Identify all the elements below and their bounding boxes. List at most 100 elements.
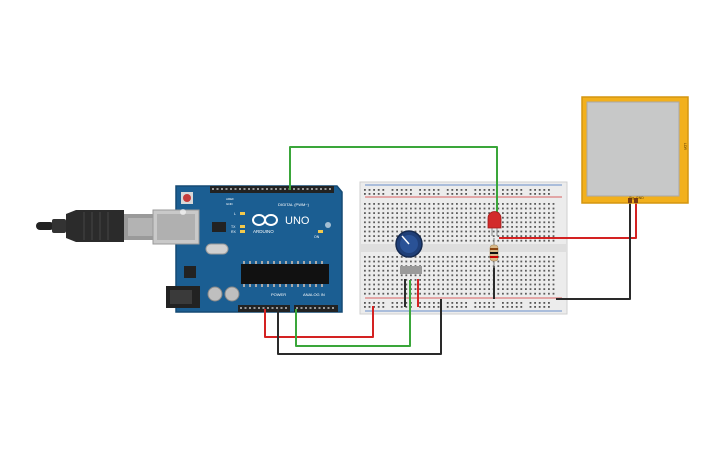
breadboard-hole bbox=[387, 207, 389, 210]
breadboard-hole bbox=[419, 306, 421, 308]
breadboard-hole bbox=[414, 203, 417, 205]
breadboard-hole bbox=[502, 203, 504, 205]
breadboard-hole bbox=[543, 288, 546, 290]
chip-pin bbox=[243, 284, 245, 287]
header-pin bbox=[212, 188, 214, 190]
breadboard-hole bbox=[405, 212, 408, 214]
led-label-l: L bbox=[234, 212, 236, 216]
breadboard-hole bbox=[433, 274, 435, 277]
breadboard-hole bbox=[515, 306, 518, 308]
usb-cable-sleeve bbox=[52, 219, 66, 233]
breadboard-hole bbox=[511, 221, 513, 224]
breadboard-hole bbox=[382, 302, 385, 304]
header-pin bbox=[270, 188, 273, 190]
breadboard-hole bbox=[456, 221, 458, 224]
breadboard-hole bbox=[400, 221, 403, 224]
header-pin bbox=[296, 307, 298, 309]
breadboard-hole bbox=[423, 302, 426, 304]
breadboard-hole bbox=[534, 189, 536, 191]
breadboard-hole bbox=[502, 288, 504, 290]
breadboard-hole bbox=[552, 230, 555, 233]
breadboard-hole bbox=[423, 269, 426, 272]
breadboard-hole bbox=[391, 189, 394, 191]
breadboard-hole bbox=[451, 256, 454, 258]
breadboard-hole bbox=[511, 256, 513, 258]
breadboard-hole bbox=[433, 207, 435, 210]
header-pin bbox=[320, 188, 322, 190]
breadboard-hole bbox=[456, 279, 458, 281]
breadboard-hole bbox=[410, 274, 412, 277]
breadboard-hole bbox=[502, 230, 504, 233]
breadboard-hole bbox=[442, 216, 444, 219]
breadboard-hole bbox=[511, 189, 513, 191]
breadboard-hole bbox=[423, 189, 426, 191]
header-pin bbox=[329, 188, 331, 190]
breadboard-hole bbox=[474, 288, 477, 290]
breadboard-hole bbox=[543, 269, 546, 272]
breadboard-hole bbox=[479, 189, 481, 191]
breadboard-hole bbox=[373, 216, 375, 219]
breadboard-hole bbox=[451, 207, 454, 210]
breadboard-hole bbox=[373, 302, 375, 304]
breadboard-hole bbox=[364, 203, 366, 205]
breadboard-hole bbox=[534, 265, 536, 267]
breadboard-hole bbox=[410, 203, 412, 205]
breadboard-hole bbox=[410, 221, 412, 224]
breadboard-hole bbox=[442, 256, 444, 258]
breadboard-hole bbox=[428, 235, 431, 237]
header-pin bbox=[279, 188, 282, 190]
header-pin bbox=[249, 307, 251, 309]
header-pin bbox=[327, 307, 330, 309]
breadboard-hole bbox=[469, 288, 472, 290]
breadboard-hole bbox=[396, 256, 398, 258]
board-brand-label: ARDUINO bbox=[253, 229, 274, 234]
breadboard-hole bbox=[428, 239, 431, 242]
breadboard-hole bbox=[382, 230, 385, 233]
breadboard-hole bbox=[428, 230, 431, 233]
breadboard-hole bbox=[543, 230, 546, 233]
breadboard-hole bbox=[446, 226, 449, 228]
header-pin bbox=[225, 188, 228, 190]
chip-pin bbox=[279, 284, 281, 287]
breadboard-hole bbox=[515, 274, 518, 277]
breadboard-hole bbox=[428, 226, 431, 228]
breadboard-hole bbox=[465, 288, 467, 290]
breadboard-hole bbox=[437, 212, 440, 214]
breadboard-hole bbox=[469, 212, 472, 214]
breadboard-hole bbox=[465, 306, 467, 308]
chip-pin bbox=[309, 261, 311, 264]
breadboard-hole bbox=[396, 306, 398, 308]
breadboard-hole bbox=[479, 274, 481, 277]
breadboard-hole bbox=[483, 292, 486, 295]
breadboard-hole bbox=[506, 207, 509, 210]
breadboard-hole bbox=[520, 265, 523, 267]
breadboard-hole bbox=[451, 279, 454, 281]
breadboard-hole bbox=[534, 269, 536, 272]
breadboard-hole bbox=[465, 283, 467, 286]
breadboard-hole bbox=[511, 269, 513, 272]
breadboard-hole bbox=[433, 226, 435, 228]
breadboard-hole bbox=[405, 292, 408, 295]
breadboard-hole bbox=[377, 306, 380, 308]
breadboard-hole bbox=[414, 212, 417, 214]
header-pin bbox=[306, 188, 309, 190]
breadboard-hole bbox=[469, 216, 472, 219]
breadboard-hole bbox=[515, 239, 518, 242]
breadboard-hole bbox=[534, 256, 536, 258]
led-label-rx: RX bbox=[231, 230, 237, 234]
breadboard-hole bbox=[469, 256, 472, 258]
breadboard-hole bbox=[479, 292, 481, 295]
breadboard-hole bbox=[451, 193, 454, 195]
breadboard-hole bbox=[548, 256, 550, 258]
breadboard-hole bbox=[382, 235, 385, 237]
breadboard-hole bbox=[529, 189, 532, 191]
atmega-chip-pins bbox=[243, 261, 323, 287]
breadboard-hole bbox=[506, 288, 509, 290]
breadboard-hole bbox=[391, 230, 394, 233]
breadboard-hole bbox=[515, 260, 518, 263]
breadboard-hole bbox=[396, 230, 398, 233]
chip-pin bbox=[297, 261, 299, 264]
breadboard-hole bbox=[373, 207, 375, 210]
breadboard-hole bbox=[474, 292, 477, 295]
